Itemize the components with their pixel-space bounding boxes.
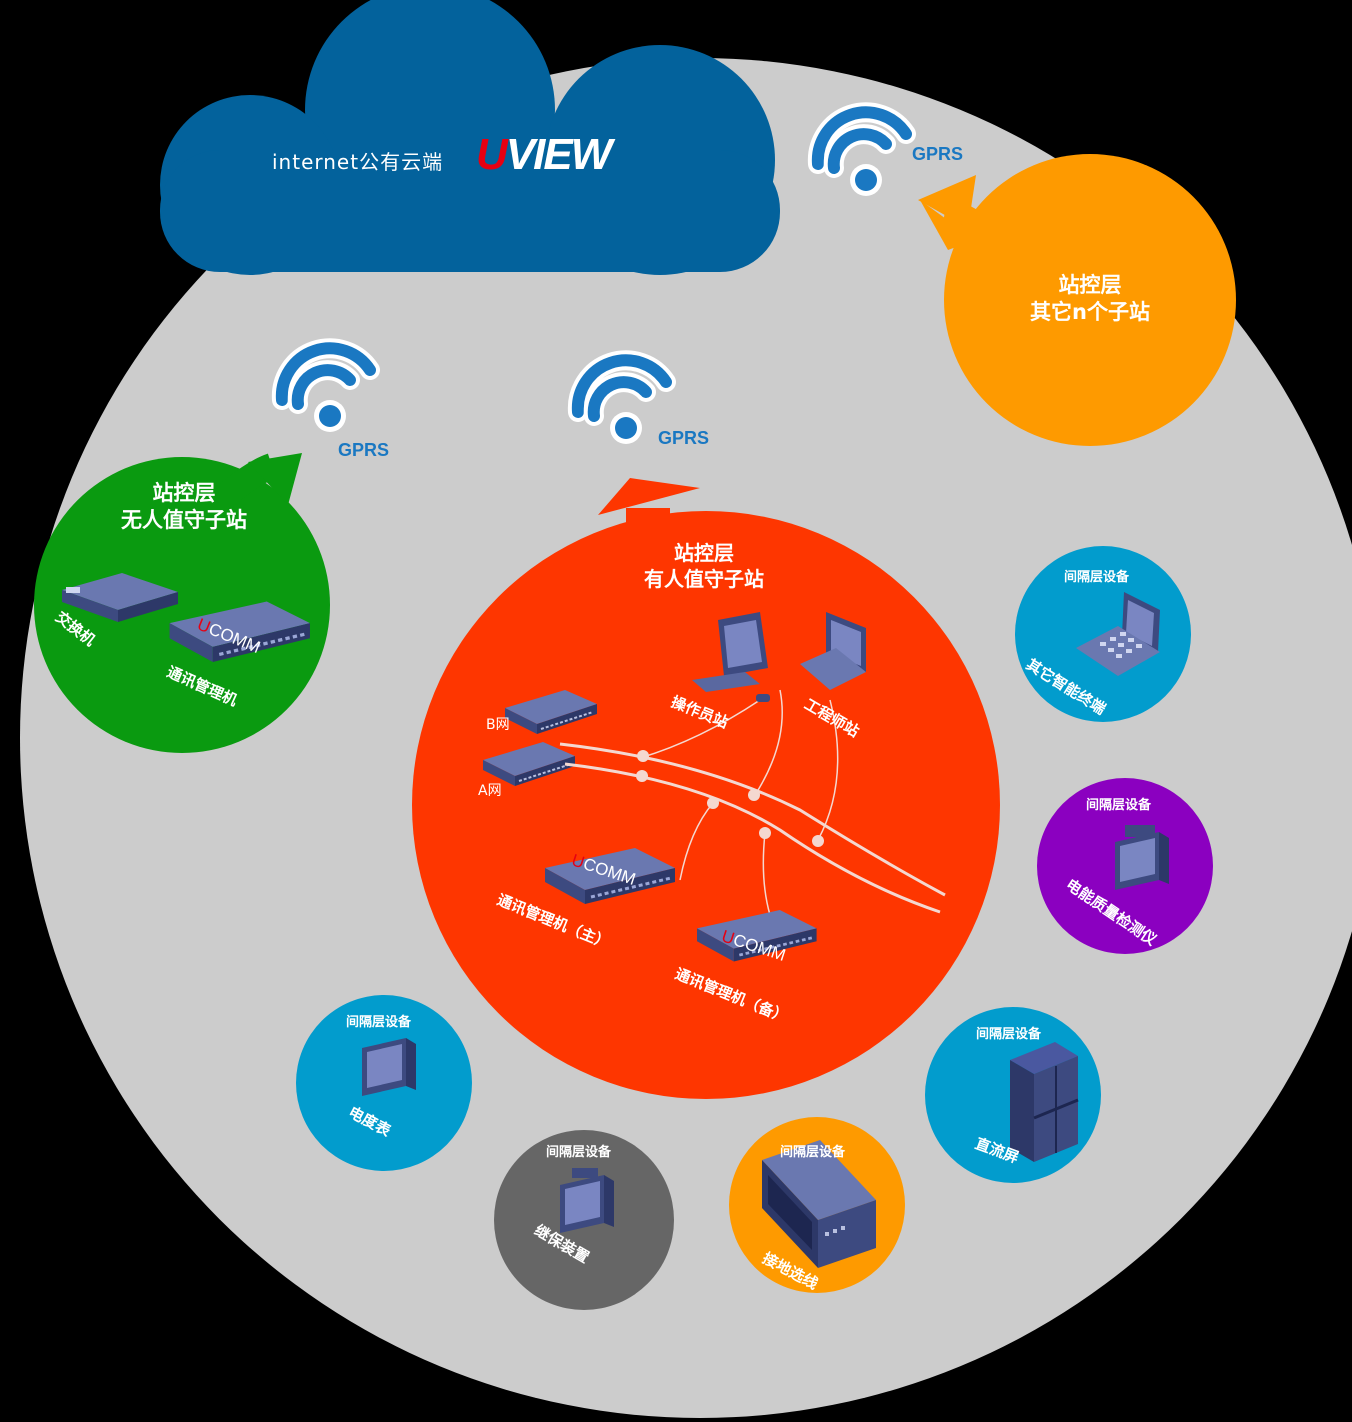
intelligent-terminal-icon xyxy=(1076,592,1160,676)
net-b-label: B网 xyxy=(486,717,510,733)
others-title-line2: 其它n个子站 xyxy=(1030,300,1150,325)
uview-logo: UVIEW xyxy=(476,130,612,180)
cloud-label: internet公有云端 xyxy=(272,150,444,174)
power-quality-top-icon xyxy=(1125,825,1155,837)
engineer-laptop-icon xyxy=(800,612,866,690)
operator-workstation-icon xyxy=(692,612,770,702)
attended-title-line1: 站控层 xyxy=(674,541,734,565)
arrow-up-icon xyxy=(598,478,700,538)
attended-title: 站控层 有人值守子站 xyxy=(614,540,794,592)
uview-logo-u: U xyxy=(476,130,508,179)
gprs-label-left: GPRS xyxy=(338,440,390,460)
unattended-title-line1: 站控层 xyxy=(152,481,216,505)
cloud-shape xyxy=(160,0,780,275)
net-a-label: A网 xyxy=(478,783,502,799)
bay-title-power-quality: 间隔层设备 xyxy=(1086,798,1152,813)
relay-top-icon xyxy=(572,1168,598,1178)
bay-title-grounding: 间隔层设备 xyxy=(780,1145,846,1160)
gprs-label-center: GPRS xyxy=(658,428,710,448)
bay-title-dc-screen: 间隔层设备 xyxy=(976,1027,1042,1042)
unattended-substation-circle xyxy=(34,457,330,753)
network-nodes xyxy=(636,750,824,847)
unattended-title: 站控层 无人值守子站 xyxy=(108,480,260,535)
uview-logo-rest: VIEW xyxy=(505,130,612,179)
dc-cabinet-icon xyxy=(1010,1042,1079,1162)
grounding-selector-icon xyxy=(762,1140,876,1268)
attended-title-line2: 有人值守子站 xyxy=(644,567,764,591)
others-title-line1: 站控层 xyxy=(1058,273,1122,297)
unattended-title-line2: 无人值守子站 xyxy=(121,508,247,533)
switch-icon xyxy=(62,573,178,622)
bay-title-relay: 间隔层设备 xyxy=(546,1145,612,1160)
others-title: 站控层 其它n个子站 xyxy=(1000,272,1180,327)
arrow-up-right-icon xyxy=(190,453,302,530)
arrow-up-left-icon xyxy=(918,175,1008,251)
bay-title-terminal: 间隔层设备 xyxy=(1064,570,1130,585)
bay-title-meter: 间隔层设备 xyxy=(346,1015,412,1030)
attended-substation-circle xyxy=(412,511,1000,1099)
other-substations-circle xyxy=(944,154,1236,446)
gprs-label-top: GPRS xyxy=(912,144,964,164)
